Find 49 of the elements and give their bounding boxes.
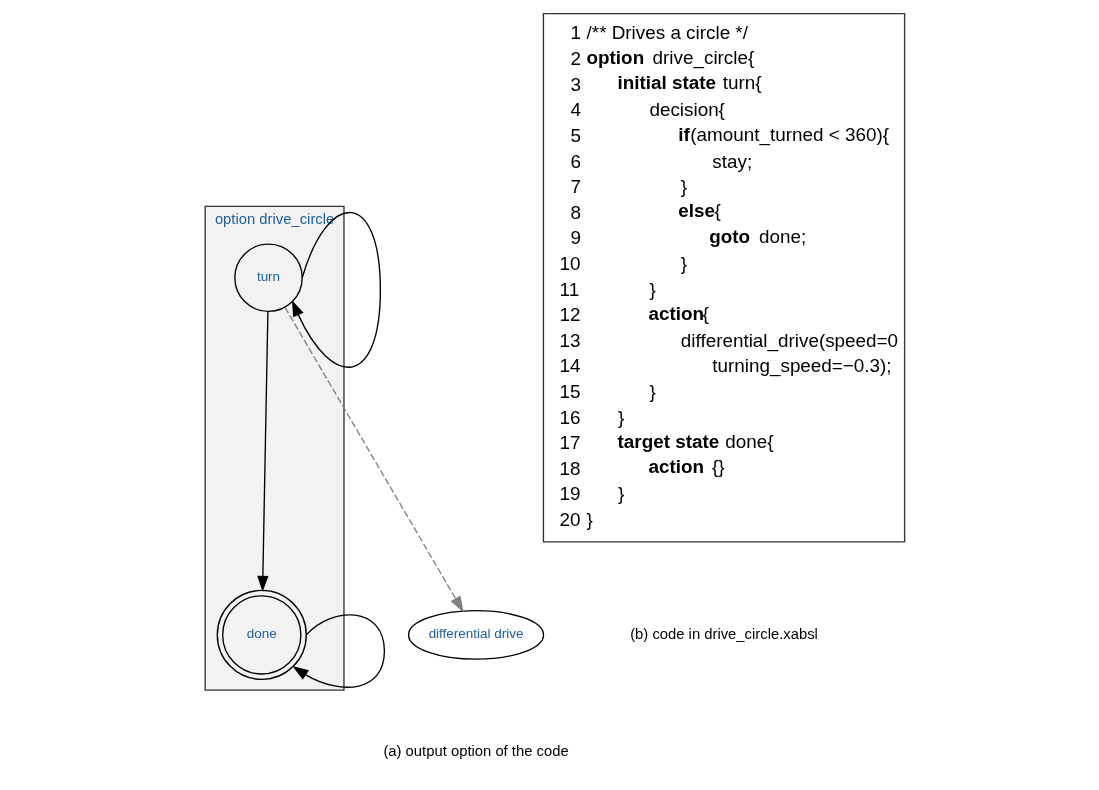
label: goto done;	[709, 225, 807, 247]
label: 8	[570, 201, 581, 223]
label: action {}	[648, 456, 725, 478]
label: 4	[570, 99, 581, 121]
label: 6	[570, 150, 581, 172]
label: }	[649, 380, 656, 402]
label: 14	[559, 355, 581, 377]
label: decision{	[649, 99, 725, 121]
label: 10	[559, 252, 581, 274]
label: }	[586, 508, 593, 530]
label: if(amount_turned < 360){	[678, 123, 890, 145]
node-circle: done	[216, 589, 307, 681]
label: }	[649, 278, 656, 300]
arrow	[291, 211, 382, 368]
label: 19	[559, 483, 581, 505]
label: 13	[559, 329, 581, 351]
label: option drive_circle{	[586, 46, 755, 68]
label: 17	[559, 432, 581, 454]
label: }	[680, 176, 688, 198]
label: 20	[559, 508, 581, 530]
label: 12	[559, 304, 581, 326]
label: initial state turn{	[617, 72, 762, 94]
label: 15	[559, 380, 581, 402]
label: 11	[559, 278, 580, 300]
node-ellipse: differential drive	[407, 609, 545, 660]
node-circle: turn	[234, 243, 303, 313]
label: 3	[570, 73, 581, 95]
label: 7	[570, 176, 581, 198]
arrow	[284, 306, 464, 613]
label: stay;	[712, 150, 753, 172]
label: target state done{	[617, 430, 774, 452]
label: 18	[559, 457, 581, 479]
label: 1	[570, 22, 581, 44]
label: (b) code in drive_circle.xabsl	[630, 625, 818, 642]
label: }	[680, 252, 688, 274]
label: }	[618, 483, 625, 505]
label: 16	[559, 406, 581, 428]
label: 5	[570, 124, 581, 146]
label: (a) output option of the code	[383, 742, 569, 759]
label: differential_drive(speed=0	[680, 329, 899, 351]
label: }	[618, 406, 625, 428]
label: 2	[570, 48, 581, 70]
label: 9	[570, 227, 581, 249]
arrow	[257, 311, 269, 593]
label: /** Drives a circle */	[586, 22, 748, 44]
label: action{	[648, 302, 709, 324]
arrow	[292, 614, 386, 688]
label: else{	[678, 200, 721, 222]
label: turning_speed=−0.3);	[712, 355, 892, 377]
